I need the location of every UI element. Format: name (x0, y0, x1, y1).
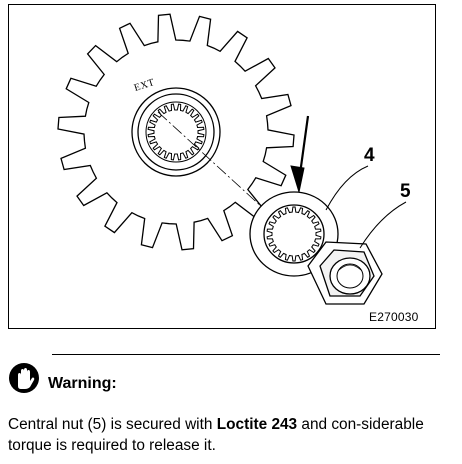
gear-assembly-illustration (57, 13, 407, 305)
assembly-axis-line (157, 111, 347, 285)
gear-hub (131, 87, 221, 177)
warning-divider (52, 354, 440, 355)
spur-gear (57, 13, 295, 251)
leader-lines (325, 165, 407, 249)
callout-nut-number: 5 (400, 181, 411, 202)
warning-text-product: Loctite 243 (216, 416, 298, 433)
warning-heading: Warning: (48, 375, 117, 392)
stop-hand-icon (9, 363, 39, 393)
figure-code: E270030 (368, 310, 420, 324)
arrow-pointer (290, 115, 310, 193)
figure-frame (8, 4, 436, 329)
callout-washer-number: 4 (364, 145, 375, 166)
gear-teeth (57, 13, 295, 251)
gear-spline-teeth (147, 103, 205, 161)
warning-text-part: Central nut (5) is secured with (8, 416, 217, 433)
nut-5 (307, 241, 383, 305)
warning-text: Central nut (5) is secured with Loctite … (8, 414, 448, 456)
washer-internal-spline (266, 206, 322, 262)
gear-internal-spline (147, 103, 205, 161)
washer-spline-teeth (266, 206, 322, 262)
warning-text-part: and con-siderable torque is required to … (8, 416, 424, 454)
